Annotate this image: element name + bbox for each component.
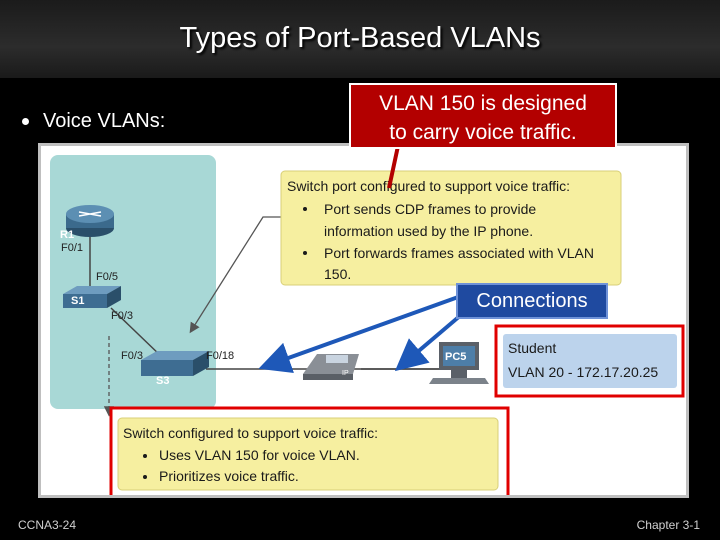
vlan150-callout: VLAN 150 is designed to carry voice traf…: [349, 83, 617, 149]
callout-line-1: VLAN 150 is designed: [379, 92, 587, 115]
arrow-connections-to-f018: [258, 294, 462, 373]
pc5-label: PC5: [445, 351, 466, 363]
student-highlight-frame: [494, 324, 685, 398]
port-note-heading: Switch port configured to support voice …: [287, 178, 570, 194]
pc5-computer-icon[interactable]: PC5: [429, 342, 489, 384]
switch-note-line-2: Prioritizes voice traffic.: [159, 468, 299, 484]
switch-s3[interactable]: S3: [141, 351, 209, 387]
arrow-note-to-f03: [189, 216, 281, 334]
bullet-text: Voice VLANs:: [43, 110, 166, 132]
port-note-dot-1: [303, 207, 307, 211]
port-s1-f03: F0/3: [111, 310, 133, 322]
switch-note-highlight-frame: [109, 406, 510, 495]
link-s1-s3: [110, 307, 164, 359]
r1-label: R1: [60, 229, 74, 241]
switch-note-line-1: Uses VLAN 150 for voice VLAN.: [159, 447, 360, 463]
topology-diagram: R1 F0/1 F0/5 S1 F0/3 S3 F0/3 F0/18 IP: [38, 143, 689, 498]
port-s3-f018: F0/18: [206, 350, 234, 362]
s1-label: S1: [71, 295, 84, 307]
switch-config-note-box: [117, 417, 499, 491]
footer-chapter: Chapter 3-1: [636, 518, 700, 532]
port-note-line-1: Port sends CDP frames to provide: [324, 201, 536, 217]
port-note-line-4: 150.: [324, 266, 351, 282]
port-r1-f01: F0/1: [61, 242, 83, 254]
student-vlan: VLAN 20 - 172.17.20.25: [508, 364, 658, 380]
footer-course: CCNA3-24: [18, 518, 77, 532]
title-band: [0, 0, 720, 78]
router-r1[interactable]: R1: [60, 205, 114, 241]
slide-title: Types of Port-Based VLANs: [179, 22, 541, 54]
switch-s1[interactable]: S1: [63, 286, 121, 308]
student-name: Student: [508, 340, 556, 356]
connections-label: Connections: [456, 283, 608, 319]
port-note-dot-2: [303, 251, 307, 255]
port-config-note-box: [280, 170, 622, 286]
switch-note-heading: Switch configured to support voice traff…: [123, 425, 378, 441]
switch-note-dot-2: [143, 475, 147, 479]
bullet-voice-vlans: Voice VLANs:: [22, 110, 165, 133]
phone-ip-label: IP: [342, 370, 349, 377]
port-s3-f03: F0/3: [121, 350, 143, 362]
diagram-canvas: R1 F0/1 F0/5 S1 F0/3 S3 F0/3 F0/18 IP: [50, 155, 685, 495]
port-note-line-3: Port forwards frames associated with VLA…: [324, 245, 594, 261]
port-note-line-2: information used by the IP phone.: [324, 223, 533, 239]
switch-note-dot-1: [143, 454, 147, 458]
s3-label: S3: [156, 375, 169, 387]
student-info-box: [503, 334, 677, 388]
ip-phone-icon[interactable]: IP: [303, 354, 359, 380]
callout-line-2: to carry voice traffic.: [389, 121, 577, 144]
port-s1-f05: F0/5: [96, 271, 118, 283]
bullet-dot: [22, 118, 29, 126]
